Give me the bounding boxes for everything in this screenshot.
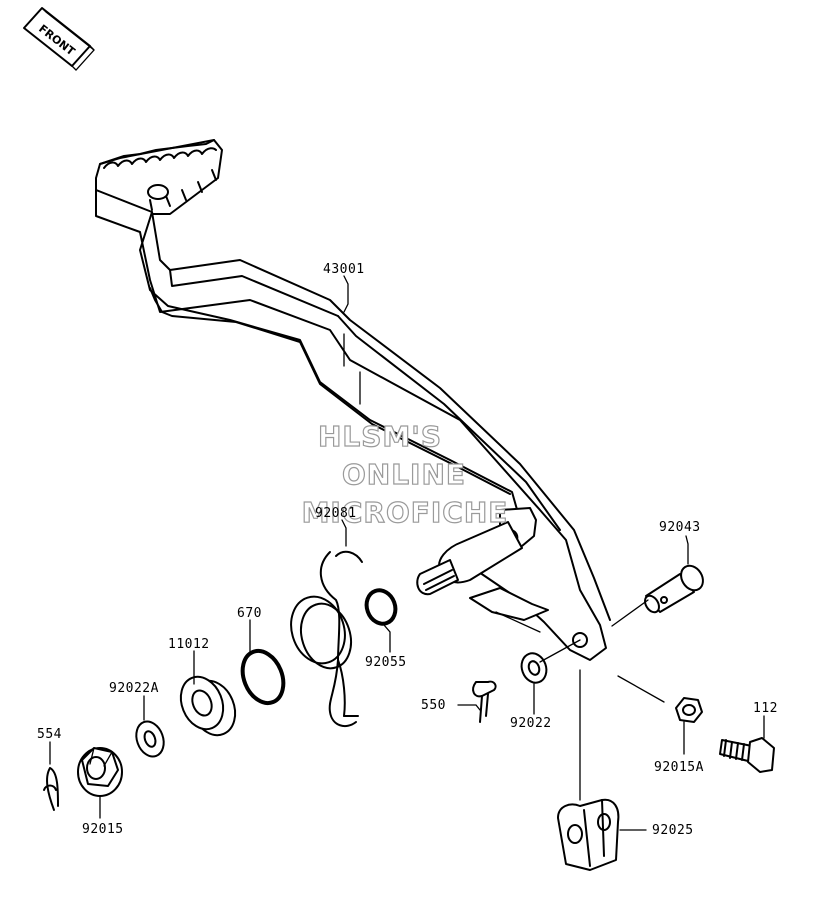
label-92055: 92055 <box>365 655 407 670</box>
washer <box>520 652 548 684</box>
nut <box>675 697 703 723</box>
o-ring-small <box>364 588 398 626</box>
label-112: 112 <box>753 701 778 716</box>
callout-leaders <box>49 275 765 831</box>
bolt <box>719 737 775 773</box>
clip <box>43 767 59 811</box>
cotter-pin <box>472 680 497 723</box>
o-ring-large <box>240 648 286 706</box>
label-92081: 92081 <box>315 506 357 521</box>
label-92043: 92043 <box>659 520 701 535</box>
washer-a <box>135 720 165 758</box>
flange-nut <box>77 747 123 797</box>
label-92022: 92022 <box>510 716 552 731</box>
watermark: HLSM'S ONLINE MICROFICHE <box>301 419 509 529</box>
watermark-line-1: HLSM'S <box>318 420 442 453</box>
cap <box>179 675 237 737</box>
brake-pedal <box>95 139 611 661</box>
watermark-line-3: MICROFICHE <box>302 496 509 529</box>
label-554: 554 <box>37 727 62 742</box>
assembly-lines <box>495 599 665 801</box>
label-670: 670 <box>237 606 262 621</box>
watermark-line-2: ONLINE <box>342 458 466 491</box>
pin <box>644 564 704 614</box>
label-92025: 92025 <box>652 823 694 838</box>
label-11012: 11012 <box>168 637 210 652</box>
front-arrow-icon: FRONT <box>23 7 95 71</box>
clevis <box>557 798 620 871</box>
label-92022A: 92022A <box>109 681 159 696</box>
part-labels: 43001 92081 92043 670 11012 92055 92022A… <box>37 262 778 838</box>
label-92015: 92015 <box>82 822 124 837</box>
label-92015A: 92015A <box>654 760 704 775</box>
label-43001: 43001 <box>323 262 365 277</box>
return-spring <box>290 550 363 728</box>
label-550: 550 <box>421 698 446 713</box>
